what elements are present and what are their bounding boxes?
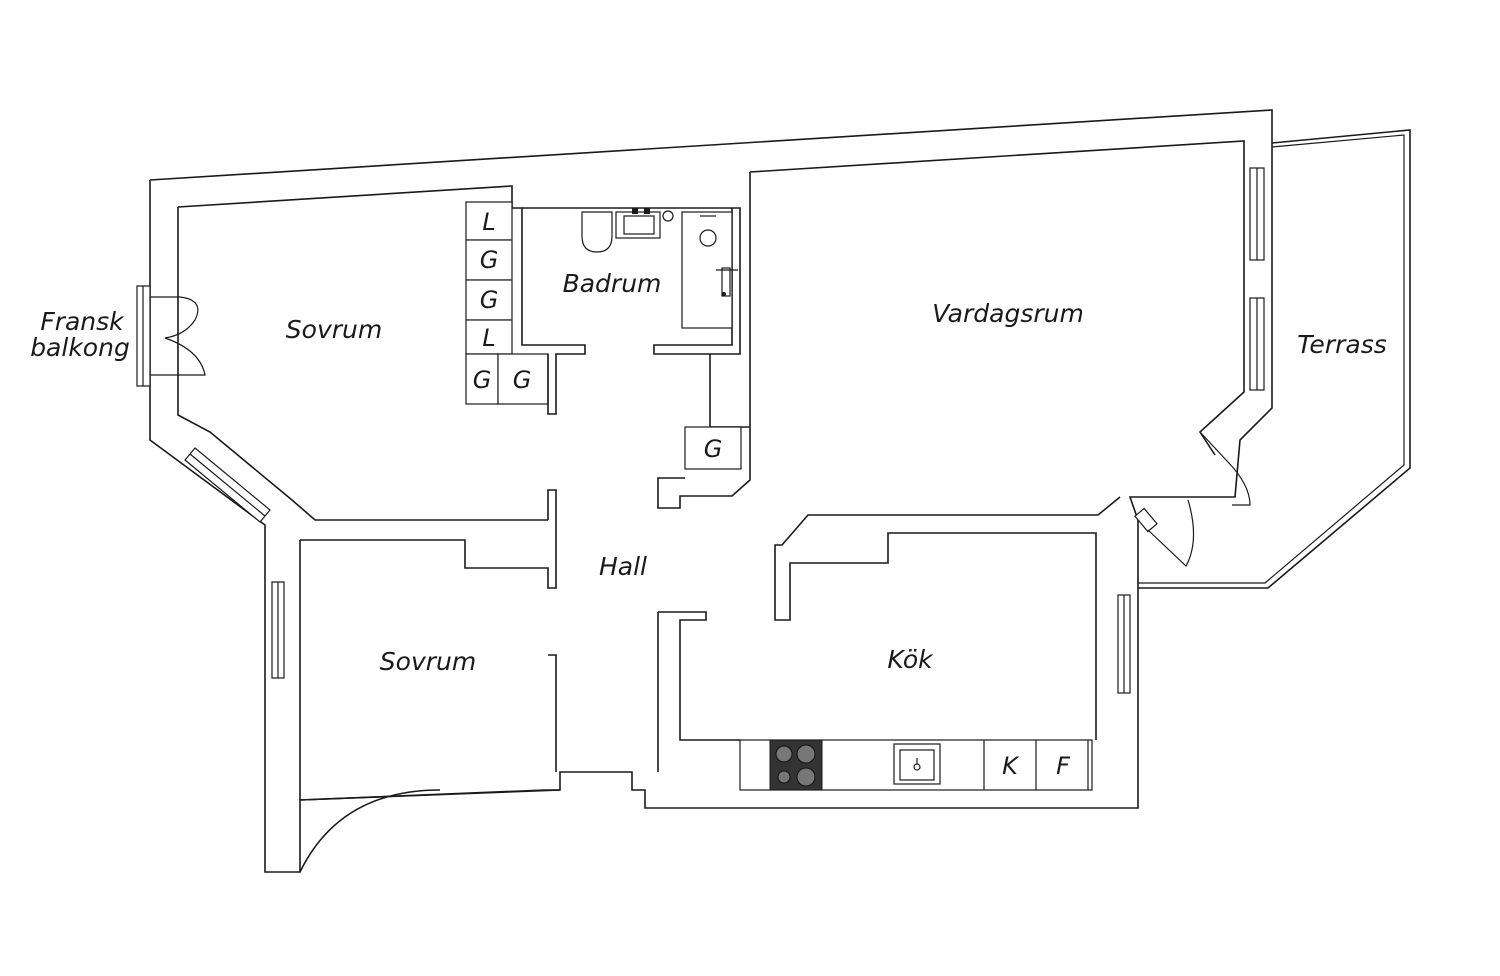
label-fransk-balkong-line2: balkong [30,333,130,362]
fransk-balkong-door-upper [150,296,199,339]
closet-label: L [482,208,495,236]
badrum-hall-wall [709,354,750,428]
closet-label: G [513,366,532,394]
sovrum-bottom-curved-wall [299,789,560,801]
freezer-label: F [1056,752,1071,780]
terrass-door-swing-2 [1147,499,1195,567]
closet-label: L [482,324,495,352]
sovrum-bottom-door-wall [548,654,557,772]
badrum [522,207,750,470]
shower-drain-icon [699,229,717,247]
shower-mixer-icon [721,267,731,297]
terrass-outline [1138,129,1411,589]
closet-cell [465,279,513,321]
room-labels: Fransk balkong Sovrum Badrum Vardagsrum … [30,269,1387,676]
exterior-curved-wall [299,789,441,873]
kok-counter [739,739,1093,791]
terrass-door-frame [1134,507,1158,533]
closet-cell [465,239,513,281]
closet-label: G [480,246,499,274]
hall-closet-cell [684,426,742,470]
label-sovrum-top: Sovrum [286,315,382,344]
kok-left-wall [658,611,740,741]
fridge-label: K [1002,752,1020,780]
storage-labels: L G G L G G G K F [473,208,1071,780]
sovrum-bottom-wall [300,489,557,589]
badrum-left-wall [512,207,586,415]
outer-walls [149,109,1273,873]
kitchen-sink-basin [899,749,935,781]
label-badrum: Badrum [563,269,662,298]
stove-icon [769,739,823,791]
toilet [581,211,613,253]
label-fransk-balkong-line1: Fransk [40,307,125,336]
closets-top [465,201,586,415]
label-hall: Hall [599,552,647,581]
label-vardagsrum: Vardagsrum [932,299,1084,328]
fransk-balkong-door-lower [150,337,206,376]
badrum-outline [522,207,741,355]
vardagsrum-inner-wall [749,140,1245,456]
label-kok: Kök [887,645,934,674]
kok-top-wall [774,496,1121,740]
terrass-inner-line [1138,134,1405,584]
faucet-icon [632,208,638,214]
burner-icon [796,744,816,764]
burner-icon [775,745,793,763]
closet-label: G [473,366,492,394]
shower-valve-icon [722,292,726,296]
terrass-outer-line [1138,129,1411,589]
burner-icon [777,770,791,784]
closet-label: G [480,286,499,314]
vardagsrum-left-wall [657,172,751,509]
closet-cell [497,353,549,405]
towel-hook-icon [662,210,674,222]
hall-closet-label: G [704,435,723,463]
badrum-sink-basin [623,215,655,235]
windows [136,167,1265,694]
sovrum-top-inner-wall [177,185,513,208]
terrass-door-swing-1 [1199,431,1251,506]
burner-icon [796,767,816,787]
sovrum-top-left-inner-wall [177,207,548,521]
label-terrass: Terrass [1297,330,1387,359]
label-sovrum-bottom: Sovrum [380,647,476,676]
doors [150,296,1251,567]
faucet-icon [644,208,650,214]
exterior-wall-outline [149,109,1273,873]
